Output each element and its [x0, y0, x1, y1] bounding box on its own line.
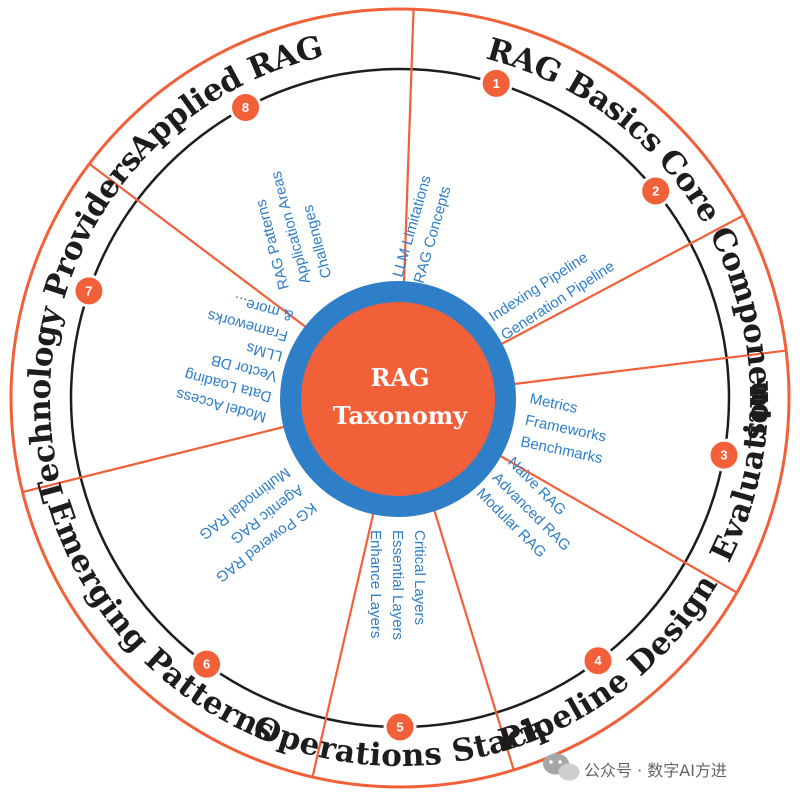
center-title-line1: RAG	[370, 363, 429, 392]
segment-items-5: Critical Layers Essential Layers Enhance L…	[367, 530, 428, 640]
svg-text:2: 2	[652, 183, 659, 198]
watermark: 公众号 · 数字AI方进	[543, 753, 727, 781]
svg-text:3: 3	[720, 448, 727, 463]
number-marker-3: 3	[707, 438, 741, 472]
svg-text:6: 6	[203, 657, 210, 672]
divider-spoke-6	[311, 506, 376, 778]
center-title-line2: Taxonomy	[333, 401, 468, 430]
divider-spoke-2	[498, 214, 744, 347]
svg-text:1: 1	[493, 76, 500, 91]
item-label: Critical Layers	[411, 530, 428, 625]
outer-ring	[9, 7, 791, 789]
watermark-text: 公众号 · 数字AI方进	[584, 761, 727, 780]
number-marker-5: 5	[383, 710, 417, 744]
number-marker-7: 7	[72, 274, 106, 308]
divider-spoke-5	[431, 504, 515, 771]
number-marker-1: 1	[479, 66, 513, 100]
svg-text:8: 8	[242, 100, 249, 115]
svg-text:7: 7	[85, 283, 92, 298]
svg-text:5: 5	[396, 719, 403, 734]
divider-spoke-1	[402, 9, 415, 287]
wechat-icon	[543, 753, 580, 781]
divider-spoke-3	[511, 349, 787, 386]
category-title-3: Evaluation	[703, 380, 776, 567]
number-marker-6: 6	[190, 647, 224, 681]
divider-spoke-4	[496, 453, 738, 594]
divider-spoke-7	[22, 424, 292, 494]
category-title-7: Technology Providers	[21, 142, 148, 507]
item-label: Essential Layers	[389, 530, 406, 640]
number-marker-8: 8	[229, 91, 263, 125]
number-marker-4: 4	[581, 644, 615, 678]
svg-text:4: 4	[594, 653, 602, 668]
number-marker-2: 2	[639, 174, 673, 208]
item-label: Enhance Layers	[367, 530, 384, 638]
divider-spoke-8	[88, 163, 312, 332]
center-hub	[301, 302, 495, 496]
